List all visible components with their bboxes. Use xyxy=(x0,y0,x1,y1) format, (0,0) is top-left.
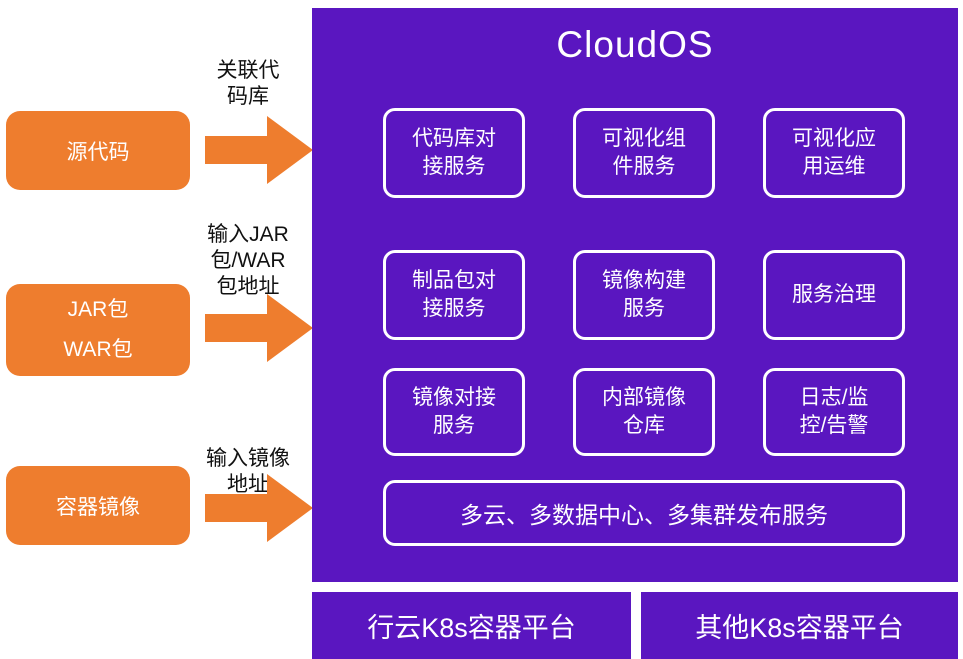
platform-box-other-k8s: 其他K8s容器平台 xyxy=(641,592,958,659)
service-box-service-governance: 服务治理 xyxy=(763,250,905,340)
arrow-caption-jar-war-address: 输入JAR 包/WAR 包地址 xyxy=(207,223,289,298)
platform-box-xingyun-k8s: 行云K8s容器平台 xyxy=(312,592,631,659)
arrow-caption-link-repo: 关联代 码库 xyxy=(216,59,280,108)
service-box-code-repo-integration: 代码库对 接服务 xyxy=(383,108,525,198)
arrow-head xyxy=(267,116,313,184)
service-row-2: 制品包对 接服务 镜像构建 服务 服务治理 xyxy=(383,250,905,340)
cloudos-panel: CloudOS 代码库对 接服务 可视化组 件服务 可视化应 用运维 制品包对 … xyxy=(312,8,958,582)
service-box-artifact-integration: 制品包对 接服务 xyxy=(383,250,525,340)
service-box-multi-cloud-release: 多云、多数据中心、多集群发布服务 xyxy=(383,480,905,546)
arrow-head xyxy=(267,474,313,542)
service-box-log-monitor-alert: 日志/监 控/告警 xyxy=(763,368,905,456)
right-arrow-icon xyxy=(205,116,313,184)
service-row-3: 镜像对接 服务 内部镜像 仓库 日志/监 控/告警 xyxy=(383,368,905,456)
right-arrow-icon xyxy=(205,474,313,542)
arrow-head xyxy=(267,294,313,362)
arrow-caption-image-address: 输入镜像 地址 xyxy=(206,447,290,496)
arrow-shaft xyxy=(205,494,267,522)
input-box-source-code: 源代码 xyxy=(6,111,190,190)
right-arrow-icon xyxy=(205,294,313,362)
arrow-shaft xyxy=(205,136,267,164)
service-box-visual-app-ops: 可视化应 用运维 xyxy=(763,108,905,198)
input-box-jar-war: JAR包 WAR包 xyxy=(6,284,190,376)
input-box-container-image: 容器镜像 xyxy=(6,466,190,545)
service-box-internal-registry: 内部镜像 仓库 xyxy=(573,368,715,456)
service-box-image-build: 镜像构建 服务 xyxy=(573,250,715,340)
service-box-visual-components: 可视化组 件服务 xyxy=(573,108,715,198)
service-box-image-integration: 镜像对接 服务 xyxy=(383,368,525,456)
service-row-1: 代码库对 接服务 可视化组 件服务 可视化应 用运维 xyxy=(383,108,905,198)
arrow-shaft xyxy=(205,314,267,342)
cloudos-title: CloudOS xyxy=(556,24,714,65)
